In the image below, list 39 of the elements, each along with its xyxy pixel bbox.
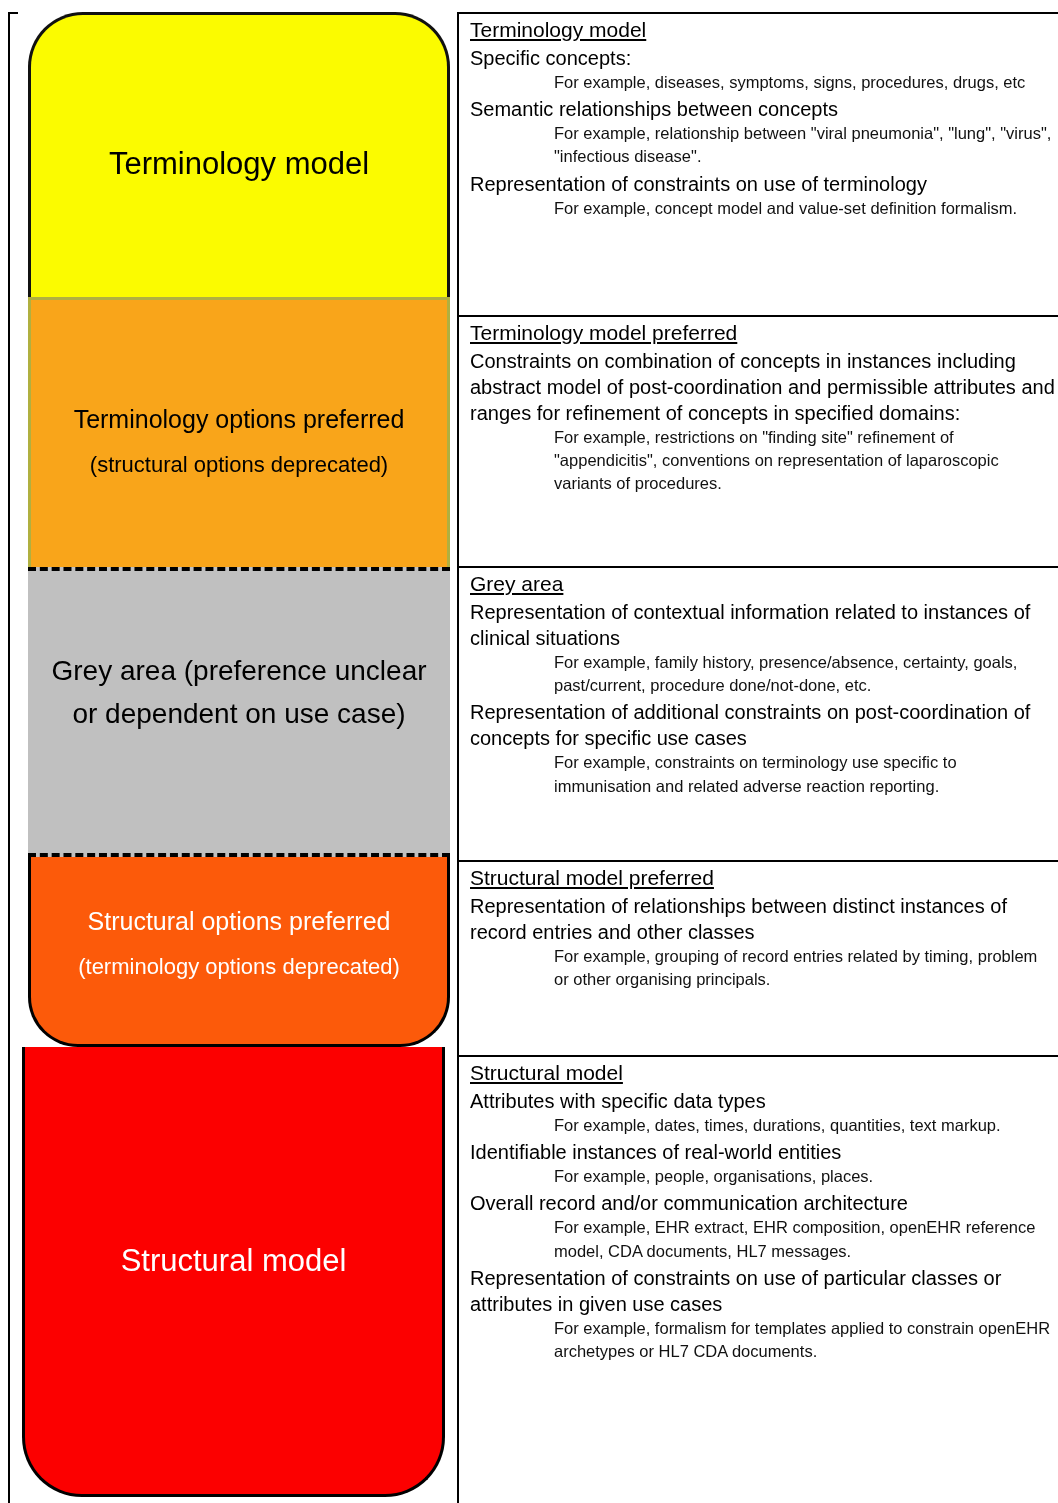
band-section [28,567,450,857]
item-text: Identifiable instances of real-world entities [470,1140,843,1166]
section-heading: Grey area [470,571,564,597]
item-text: Overall record and/or communication architecture [470,1191,909,1217]
section-heading: Structural model preferred [470,865,714,891]
band-title: Terminology model [107,145,371,183]
band-title: Structural model [119,1242,348,1280]
section-heading: Structural model [470,1060,623,1086]
band-subtitle: (terminology options deprecated) [77,953,401,981]
example-text: For example, diseases, symptoms, signs, procedures, drugs, etc [554,72,1027,94]
band-section [28,297,450,567]
section-heading: Terminology model preferred [470,320,738,346]
example-text: For example, restrictions on "finding site" refinement of "appendicitis", conventions on representation of laparoscopic variants of procedures. [554,427,1000,495]
item-text: Specific concepts: [470,46,633,72]
band-subtitle: (structural options deprecated) [88,451,390,479]
rounded-band [22,1047,445,1497]
item-text: Representation of constraints on use of terminology [470,171,928,197]
example-text: For example, family history, presence/absence, certainty, goals, past/current, procedure done/not-done, etc. [554,652,1019,697]
item-text: Representation of additional constraints on post-coordination of concepts for specific use cases [470,700,1032,752]
example-text: For example, dates, times, durations, quantities, text markup. [554,1115,1002,1137]
item-text: Representation of relationships between distinct instances of record entries and other classes [470,894,1008,946]
example-text: For example, concept model and value-set definition formalism. [554,197,1019,219]
section-heading: Terminology model [470,17,647,43]
example-text: For example, EHR extract, EHR composition, openEHR reference model, CDA documents, HL7 messages. [554,1217,1037,1262]
band-section [28,857,450,1047]
example-text: For example, formalism for templates applied to constrain openEHR archetypes or HL7 CDA documents. [554,1317,1052,1362]
example-text: For example, constraints on terminology use specific to immunisation and related adverse reaction reporting. [554,752,958,797]
example-text: For example, grouping of record entries related by timing, problem or other organising principals. [554,946,1039,991]
item-text: Representation of contextual information related to instances of clinical situations [470,600,1032,652]
band-title: Structural options preferred [86,906,392,937]
item-text: Semantic relationships between concepts [470,97,839,123]
item-text: Constraints on combination of concepts in instances including abstract model of post-coordination and permissible attributes and ranges for refinement of concepts in specified domains: [470,349,1055,427]
example-text: For example, relationship between "viral pneumonia", "lung", "virus", "infectious disease". [554,123,1053,168]
item-text: Attributes with specific data types [470,1089,767,1115]
band-title: Grey area (preference unclear or dependent on use case) [50,654,428,732]
example-text: For example, people, organisations, places. [554,1166,875,1188]
rounded-band [28,12,450,297]
item-text: Representation of constraints on use of particular classes or attributes in given use cases [470,1265,1003,1317]
band-title: Terminology options preferred [72,404,406,435]
